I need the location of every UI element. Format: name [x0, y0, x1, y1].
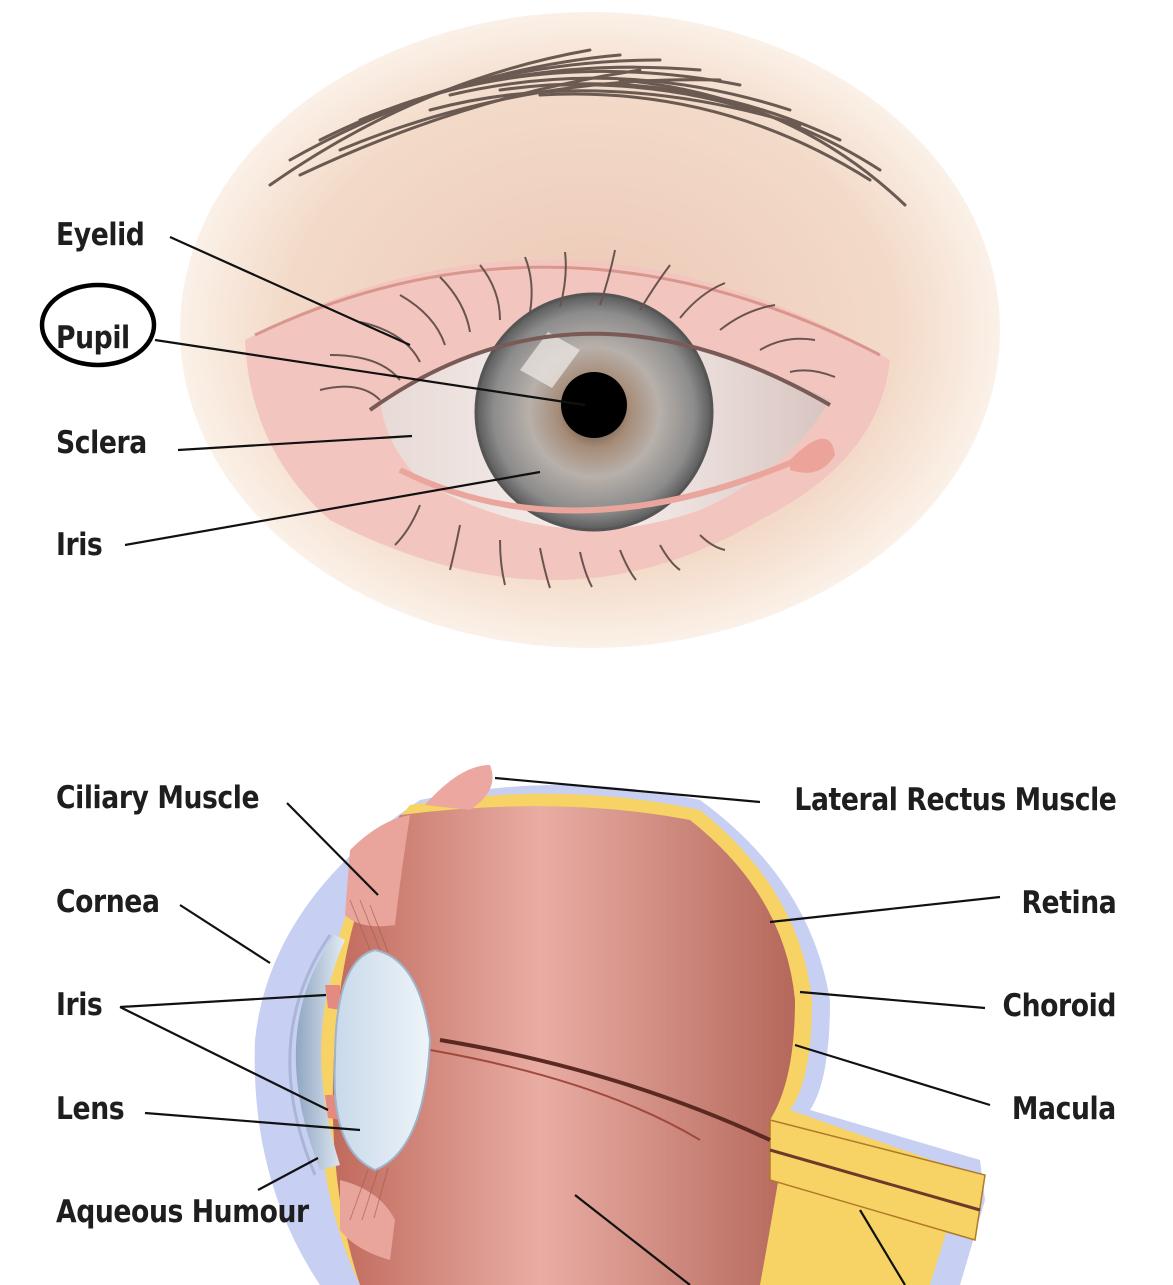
macula-leader-line: [794, 1043, 991, 1107]
label-retina: Retina: [1021, 885, 1116, 921]
pupil: [561, 372, 627, 438]
label-macula: Macula: [1012, 1091, 1116, 1127]
label-ciliary-muscle: Ciliary Muscle: [56, 780, 260, 816]
ciliary-muscle-leader-line: [286, 802, 379, 896]
lens-leader-line: [144, 1111, 361, 1132]
aqueous-humour-leader-line: [257, 1157, 319, 1191]
label-pupil: Pupil: [56, 320, 130, 356]
iris-leader-line: [124, 470, 541, 547]
eye-cross-section: [254, 765, 986, 1285]
eyelid-leader-line: [169, 235, 411, 347]
vitreous-leader-line: [574, 1194, 691, 1285]
eyelashes: [319, 249, 836, 589]
label-lens: Lens: [56, 1091, 125, 1127]
sclera-leader-line: [177, 434, 413, 452]
cornea: [295, 935, 345, 1170]
iris-leader-line-bottom: [119, 1006, 329, 1111]
cornea-leader-line: [179, 904, 271, 964]
lateral-rectus-leader-line: [494, 776, 761, 804]
iris-leader-line-top: [119, 993, 327, 1009]
cross-section-leader-lines: [119, 776, 1001, 1285]
label-lateral-rectus-muscle: Lateral Rectus Muscle: [793, 782, 1116, 818]
pupil-leader-line: [154, 338, 586, 407]
label-choroid: Choroid: [1002, 988, 1116, 1024]
lens: [333, 948, 432, 1172]
label-iris: Iris: [56, 527, 103, 563]
label-eyelid: Eyelid: [56, 217, 145, 253]
iris-highlight: [520, 332, 580, 388]
ciliary-muscle: [345, 815, 410, 927]
eyebrow: [268, 48, 907, 207]
front-eye-illustration: [180, 12, 1000, 648]
front-leader-lines: [124, 235, 586, 547]
lateral-rectus-muscle: [425, 765, 493, 810]
optic-nerve-leader-line: [859, 1209, 906, 1285]
label-aqueous-humour: Aqueous Humour: [56, 1194, 309, 1230]
choroid-leader-line: [799, 990, 986, 1010]
label-sclera: Sclera: [56, 425, 147, 461]
iris-section-top: [325, 985, 340, 1010]
choroid-wall: [332, 806, 795, 1285]
label-cornea: Cornea: [56, 884, 160, 920]
label-iris-section: Iris: [56, 987, 103, 1023]
pupil-highlight-circle: [39, 282, 157, 368]
retina-leader-line: [769, 895, 1001, 924]
